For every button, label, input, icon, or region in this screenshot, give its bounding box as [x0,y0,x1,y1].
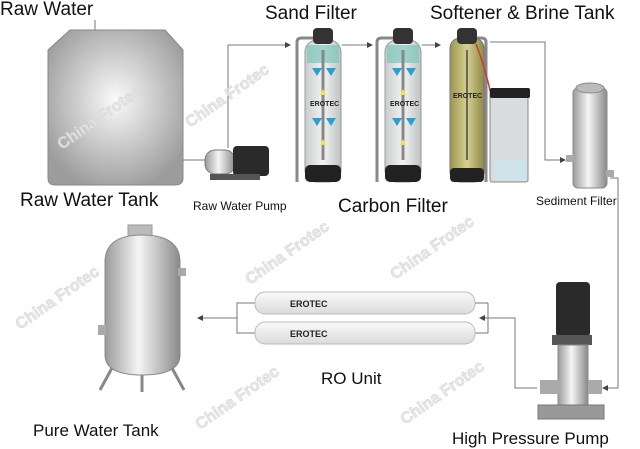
raw-water-tank [47,29,184,186]
svg-text:China Frotec: China Frotec [398,358,488,428]
flow-lines [92,20,619,391]
label-raw-water-pump: Raw Water Pump [193,199,287,213]
label-ro-unit: RO Unit [321,369,382,388]
erotec-logo: EROTEC [310,101,339,108]
label-sediment-filter: Sediment Filter [536,194,617,208]
erotec-logo: EROTEC [290,299,328,309]
sediment-filter [566,82,614,189]
svg-text:China Frotec: China Frotec [193,363,283,433]
svg-text:China Frotec: China Frotec [243,218,333,288]
label-softener-brine-tank: Softener & Brine Tank [430,3,615,24]
erotec-logo: EROTEC [453,93,482,100]
brine-tank [489,88,530,183]
label-carbon-filter: Carbon Filter [338,196,448,217]
ro-unit: EROTEC EROTEC [254,291,476,345]
raw-water-pump [204,146,269,180]
label-high-pressure-pump: High Pressure Pump [452,429,609,448]
label-sand-filter: Sand Filter [265,3,357,24]
softener-tank: EROTEC [449,28,492,183]
label-pure-water-tank: Pure Water Tank [33,421,159,440]
carbon-filter: EROTEC [375,28,422,183]
svg-text:China Frotec: China Frotec [388,213,478,283]
sand-filter: EROTEC [295,28,342,183]
high-pressure-pump [537,282,605,420]
pure-water-tank [98,224,186,392]
label-raw-water: Raw Water [0,0,94,20]
label-raw-water-tank: Raw Water Tank [20,190,159,211]
svg-text:China Frotec: China Frotec [13,263,103,333]
erotec-logo: EROTEC [390,101,419,108]
erotec-logo: EROTEC [290,329,328,339]
